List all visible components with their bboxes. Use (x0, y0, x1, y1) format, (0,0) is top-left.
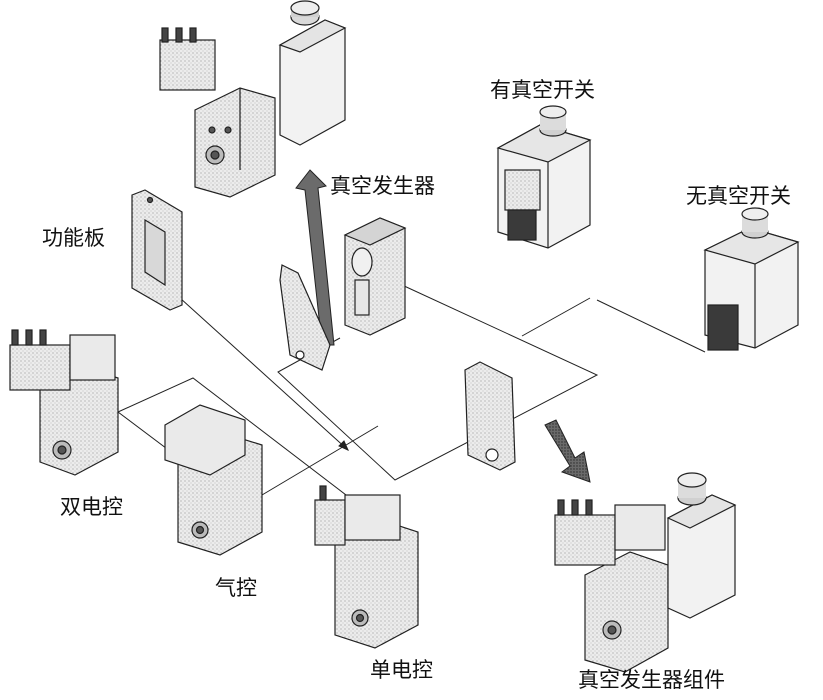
function-plate-leader (179, 297, 349, 451)
label-with-vacuum-switch: 有真空开关 (490, 78, 595, 102)
line-to-with-switch (521, 297, 591, 337)
label-single-electric-control: 单电控 (370, 658, 433, 682)
with-vacuum-switch-unit (496, 105, 592, 249)
pneumatic-valve (164, 404, 263, 556)
label-without-vacuum-switch: 无真空开关 (686, 184, 791, 208)
without-vacuum-switch-unit (703, 207, 800, 351)
label-vacuum-generator: 真空发生器 (330, 174, 435, 198)
double-solenoid-valve (9, 329, 119, 476)
label-pneumatic-control: 气控 (215, 576, 257, 600)
label-function-plate: 功能板 (42, 226, 105, 250)
vacuum-generator-body (343, 217, 407, 336)
gasket-plate-center (464, 361, 516, 471)
line-pneumatic-to-center (261, 425, 379, 496)
central-base-outline (277, 284, 599, 481)
function-plate (131, 189, 183, 311)
down-arrow (544, 419, 591, 483)
label-vacuum-generator-assembly: 真空发生器组件 (578, 668, 725, 692)
single-solenoid-valve (314, 485, 419, 649)
bottom-vacuum-assembly (554, 472, 737, 673)
line-to-no-switch (596, 299, 706, 353)
gasket-plate-left (279, 264, 331, 371)
label-double-electric-control: 双电控 (60, 495, 123, 519)
top-vacuum-assembly (159, 0, 347, 198)
